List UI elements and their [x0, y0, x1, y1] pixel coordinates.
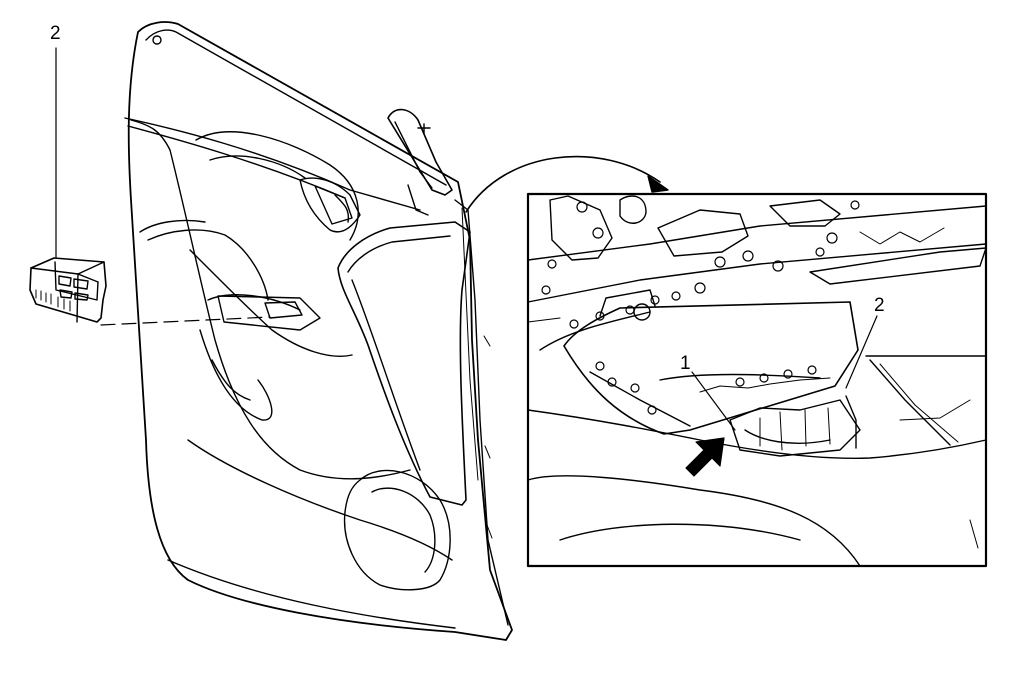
callout-inset-part-1: 1	[680, 353, 691, 374]
callout-switch-number: 2	[50, 23, 61, 44]
door-trim-panel	[124, 21, 513, 641]
inset-detail-view	[526, 192, 988, 568]
callout-inset-part-2: 2	[874, 295, 885, 316]
leader-line-switch	[55, 47, 271, 326]
detail-pointer-arrow	[465, 155, 669, 213]
window-switch-part	[29, 257, 107, 323]
